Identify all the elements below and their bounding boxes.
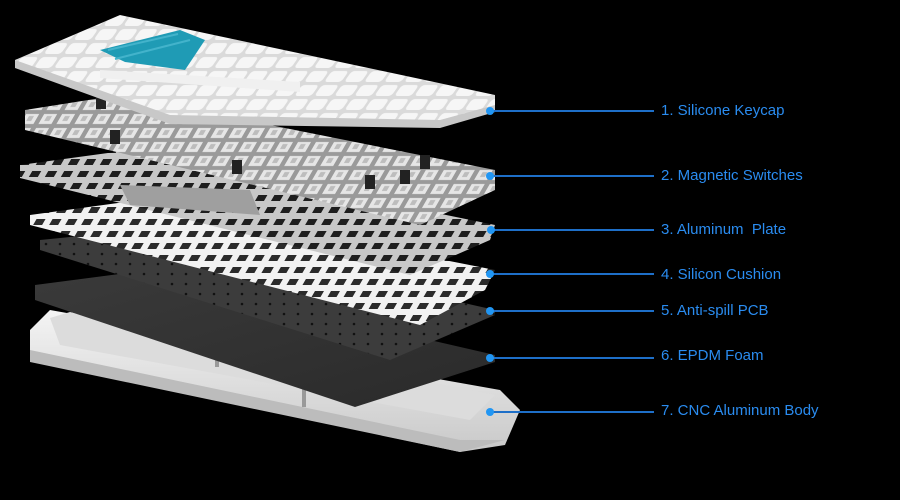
anchor-dot (487, 226, 495, 234)
layer-label: 5. Anti-spill PCB (661, 302, 769, 319)
anchor-dot (486, 107, 494, 115)
plate-layer (20, 150, 495, 275)
keycap-layer (15, 15, 495, 128)
anchor-dot (486, 307, 494, 315)
layer-label: 4. Silicon Cushion (661, 266, 782, 283)
leader-line (490, 110, 654, 112)
switch-layer (25, 95, 495, 225)
leader-line (491, 229, 654, 231)
layer-label: 2. Magnetic Switches (661, 167, 803, 184)
anchor-dot (486, 270, 494, 278)
layer-label: 7. CNC Aluminum Body (661, 402, 819, 419)
foam-layer (35, 272, 495, 407)
leader-line (490, 411, 654, 413)
layer-label: 1. Silicone Keycap (661, 102, 785, 119)
leader-line (490, 357, 654, 359)
layer-label: 6. EPDM Foam (661, 347, 764, 364)
anchor-dot (486, 408, 494, 416)
anchor-dot (486, 354, 494, 362)
leader-line (490, 273, 654, 275)
pcb-layer (40, 230, 495, 360)
layer-label: 3. Aluminum Plate (661, 221, 787, 238)
leader-line (490, 175, 654, 177)
anchor-dot (486, 172, 494, 180)
leader-line (490, 310, 654, 312)
cushion-layer (30, 200, 495, 325)
